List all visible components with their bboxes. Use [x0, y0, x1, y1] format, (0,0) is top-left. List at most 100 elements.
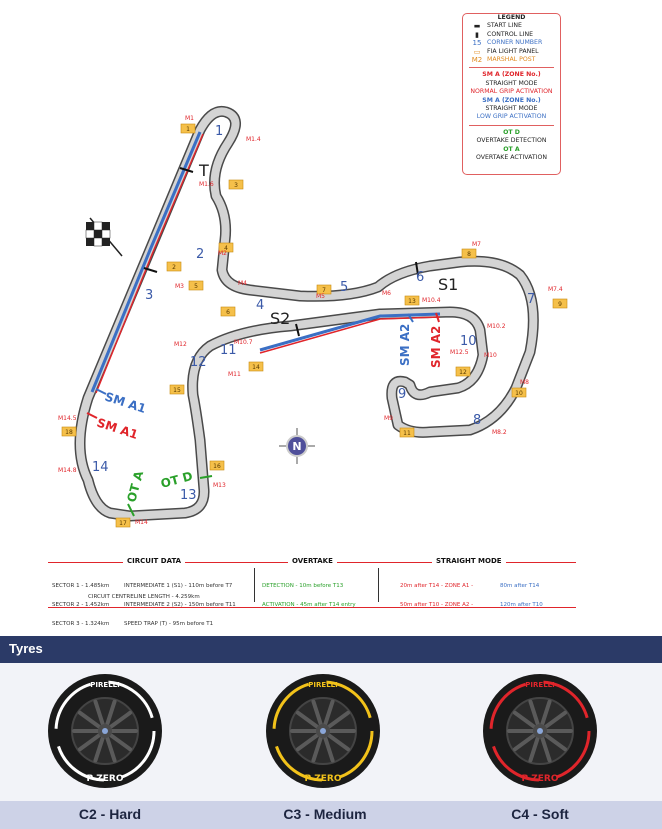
straight-mode-a2: 50m after T10 - ZONE A2 -: [400, 602, 474, 609]
marshal-post-label: M7.4: [548, 286, 563, 293]
corner-numbers: 1 2 3 4 5 6 7 8 9 10 11 12 13 14: [92, 124, 535, 503]
north-compass-icon: N: [279, 428, 315, 464]
marshal-post-label: M13: [213, 482, 226, 489]
light-panel-box: [220, 306, 236, 317]
marshal-post-label: M14: [135, 519, 148, 526]
light-panel-label: 10: [515, 390, 523, 397]
start-line-icon: ▬: [473, 22, 481, 31]
marshal-post-label: M12.5: [450, 349, 469, 356]
overtake-title: OVERTAKE: [288, 557, 337, 565]
corner-11: 11: [220, 343, 237, 358]
legend-low-grip: LOW GRIP ACTIVATION: [476, 113, 547, 121]
light-panel-label: 13: [408, 298, 416, 305]
marshal-post-icon: M2: [471, 56, 483, 65]
marshal-post-label: M5: [316, 293, 325, 300]
tyres-footer: [0, 801, 662, 829]
zone-sm-a1-blue: SM A1: [103, 390, 148, 416]
north-label: N: [292, 440, 301, 453]
sector-1: SECTOR 1 - 1.485km: [52, 582, 110, 589]
marshal-post-label: M7: [472, 241, 481, 248]
zone-sm-a2-blue: SM A2: [398, 324, 412, 366]
intermediate-2: INTERMEDIATE 2 (S2) - 150m before T11: [124, 602, 236, 609]
sector-3: SECTOR 3 - 1.324km: [52, 621, 110, 628]
marshal-post-label: M10.2: [487, 323, 506, 330]
marshal-post-label: M1: [185, 115, 194, 122]
zone-sm-a1-red: SM A1: [95, 416, 140, 442]
light-panel-box: [180, 123, 196, 134]
light-panel-icon: ▭: [473, 47, 481, 56]
legend-light-panel: FIA LIGHT PANEL: [487, 47, 539, 55]
sector-2: SECTOR 2 - 1.452km: [52, 602, 110, 609]
marshal-post-label: M10.4: [422, 297, 441, 304]
corner-7: 7: [527, 292, 535, 307]
straight-mode-a1-low: 80m after T14: [500, 582, 540, 589]
circuit-data-title: CIRCUIT DATA: [123, 557, 186, 565]
light-panel-box: [166, 261, 182, 272]
tyre-soft-icon: PIRELLI P ZERO: [483, 674, 597, 788]
legend-straight-mode-blue: STRAIGHT MODE: [485, 105, 538, 113]
corner-6: 6: [416, 270, 424, 285]
legend-start-line: START LINE: [487, 22, 522, 30]
light-panel-box: [209, 460, 225, 471]
tyre-medium-label: C3 - Medium: [283, 806, 367, 822]
light-panel-label: 6: [226, 309, 230, 316]
light-panel-box: [455, 366, 471, 377]
legend-corner-number: CORNER NUMBER: [487, 39, 543, 47]
corner-3: 3: [145, 288, 153, 303]
light-panel-label: 5: [194, 283, 198, 290]
light-panel-box: [461, 248, 477, 259]
marshal-post-label: M11: [228, 371, 241, 378]
zone-sm-a2-red: SM A2: [429, 326, 443, 368]
legend-control-line: CONTROL LINE: [487, 30, 533, 38]
speed-trap-label: T: [198, 161, 209, 180]
light-panel-box: [169, 384, 185, 395]
tyres-header: Tyres: [0, 636, 662, 663]
light-panel-box: [316, 284, 332, 295]
light-panel-label: 4: [224, 245, 228, 252]
legend-sm-blue: SM A (ZONE No.): [482, 96, 541, 104]
light-panel-box: [511, 387, 527, 398]
light-panel-box: [188, 280, 204, 291]
light-panel-box: [552, 298, 568, 309]
sector-1-label: S1: [438, 275, 458, 294]
corner-14: 14: [92, 460, 109, 475]
light-panel-box: [248, 361, 264, 372]
marshal-post-label: M14.5: [58, 415, 77, 422]
light-panel-box: [399, 427, 415, 438]
corner-8: 8: [473, 413, 481, 428]
legend-overtake-activation: OVERTAKE ACTIVATION: [476, 154, 547, 162]
marshal-post-label: M10: [484, 352, 497, 359]
marshal-post-label: M8: [520, 379, 529, 386]
corner-13: 13: [180, 488, 197, 503]
zone-ot-a: OT A: [124, 469, 146, 504]
centreline-length: CIRCUIT CENTRELINE LENGTH - 4.259km: [88, 594, 200, 600]
corner-number-icon: 15: [472, 39, 482, 48]
light-panel-box: [218, 242, 234, 253]
marshal-post-label: M14.8: [58, 467, 77, 474]
corner-10: 10: [460, 334, 477, 349]
tyre-sidewall-text: P ZERO: [87, 774, 124, 784]
light-panel-label: 7: [322, 287, 326, 294]
corner-12: 12: [190, 355, 207, 370]
light-panel-label: 15: [173, 387, 181, 394]
corner-9: 9: [398, 387, 406, 402]
light-panel-label: 11: [403, 430, 411, 437]
straight-mode-a1: 20m after T14 - ZONE A1 -: [400, 582, 474, 589]
tyre-sidewall-text: P ZERO: [522, 774, 559, 784]
legend-ot-a: OT A: [503, 145, 520, 153]
marshal-post-label: M12: [174, 341, 187, 348]
light-panel-label: 18: [65, 429, 73, 436]
control-line-icon: ▮: [475, 30, 479, 39]
tyre-soft-label: C4 - Soft: [511, 806, 569, 822]
tyre-brand-text: PIRELLI: [525, 681, 554, 689]
light-panel-label: 12: [459, 369, 467, 376]
straight-mode-back: [259, 312, 441, 352]
light-panel-label: 2: [172, 264, 176, 271]
overtake-activation: ACTIVATION - 45m after T14 entry: [262, 602, 356, 609]
light-panel-label: 8: [467, 251, 471, 258]
legend-overtake-detection: OVERTAKE DETECTION: [476, 137, 547, 145]
sector-2-label: S2: [270, 309, 290, 328]
